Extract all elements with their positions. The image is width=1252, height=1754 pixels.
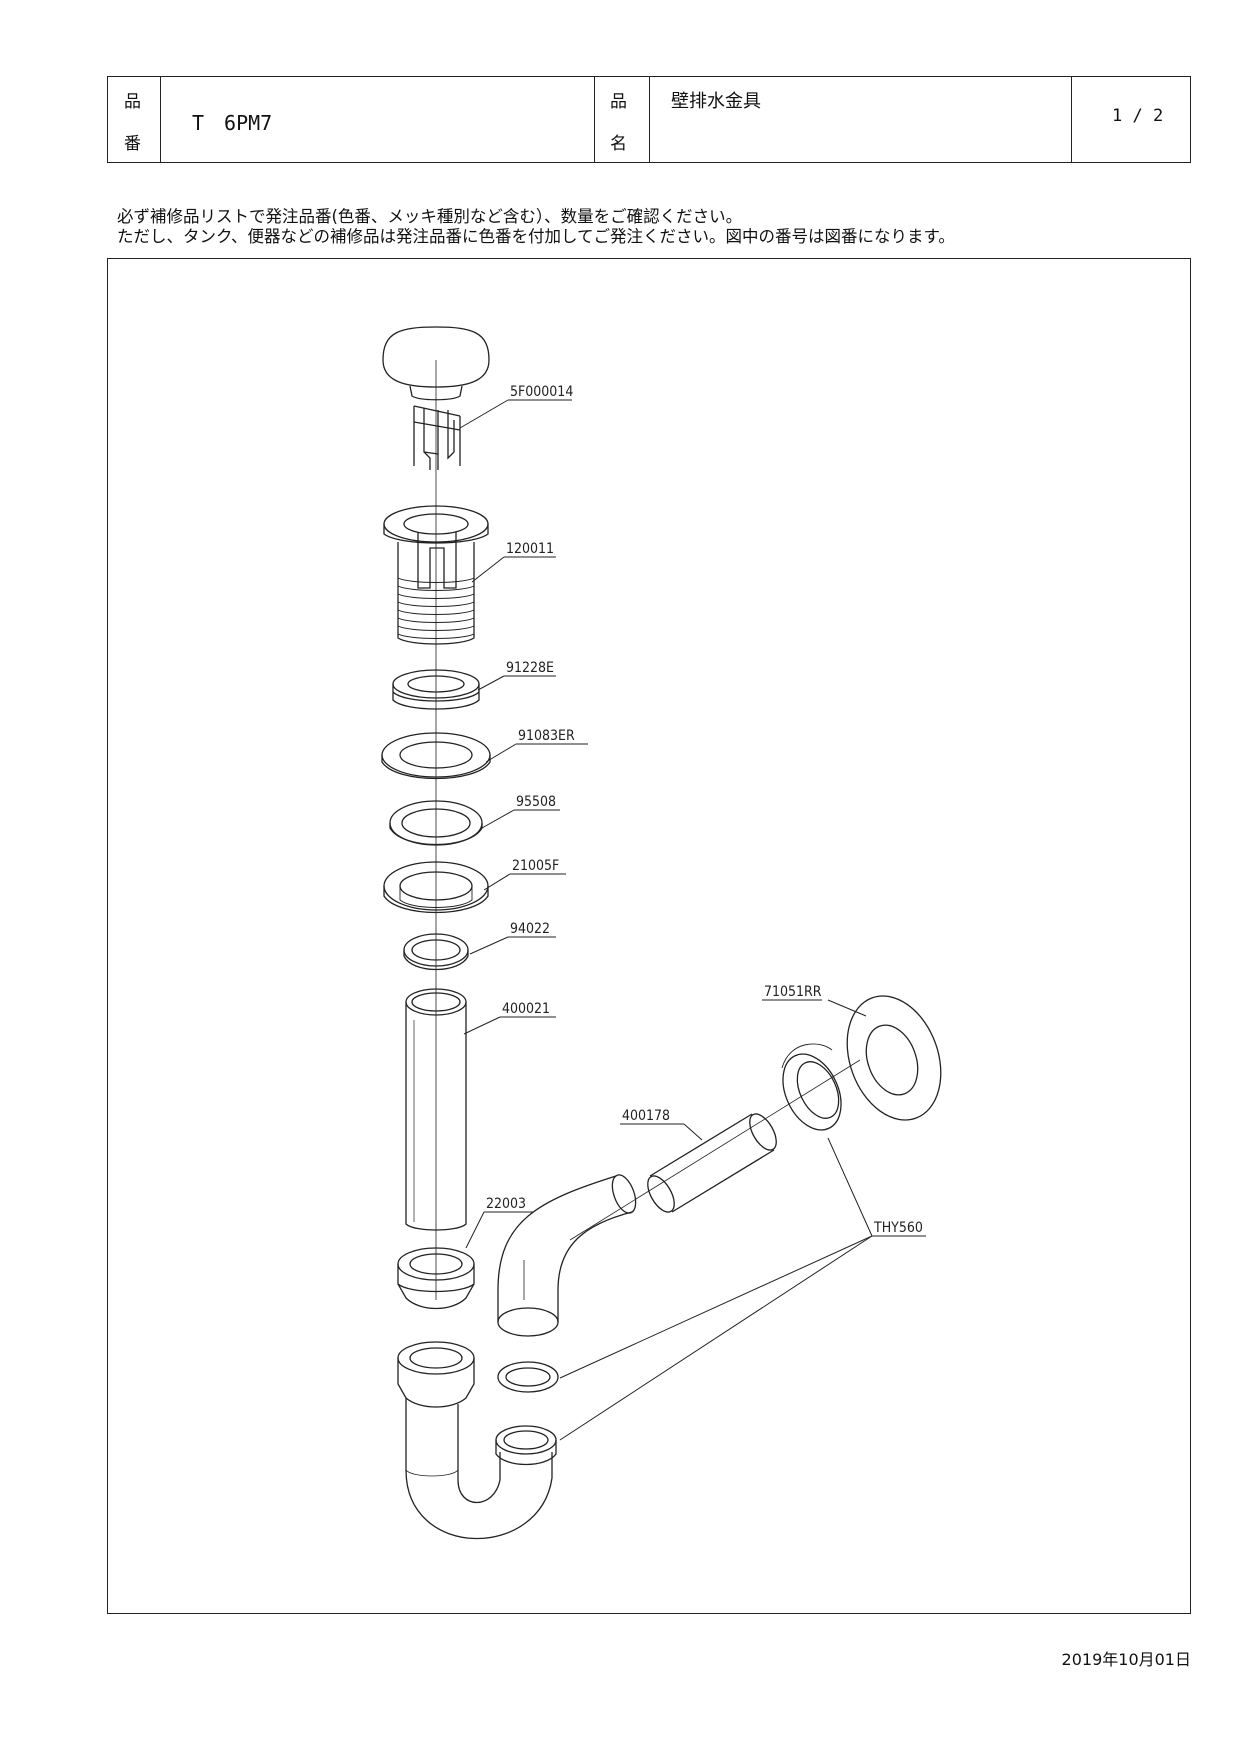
- part-label-5F000014: 5F000014: [510, 384, 573, 400]
- hinmei-label-top: 品: [610, 92, 627, 112]
- part-label-THY560: THY560: [873, 1220, 923, 1236]
- popup-cap-part: [382, 326, 490, 401]
- leader-lines: [459, 399, 926, 1441]
- part-label-400178: 400178: [622, 1108, 670, 1124]
- page-indicator: 1 / 2: [1112, 106, 1164, 126]
- part-label-91228E: 91228E: [506, 660, 554, 676]
- locknut-21005F-part: [383, 861, 489, 914]
- drawing-frame: [107, 258, 1191, 1614]
- part-label-120011: 120011: [506, 541, 554, 557]
- pipe-400178-part: [569, 1059, 861, 1241]
- part-label-91083ER: 91083ER: [518, 728, 575, 744]
- note-line-2: ただし、タンク、便器などの補修品は発注品番に色番を付加してご発注ください。図中の…: [117, 227, 955, 246]
- gasket-91228E-part: [392, 669, 480, 710]
- page-divider: [1071, 77, 1072, 162]
- product-name: 壁排水金具: [671, 91, 761, 112]
- part-label-94022: 94022: [510, 921, 550, 937]
- part-number: T 6PM7: [192, 111, 273, 135]
- hinmei-value-divider: [649, 77, 650, 162]
- ring-94022-part: [403, 933, 469, 971]
- nut-thy560-part: [781, 1043, 842, 1131]
- elbow-pipe-part: [497, 1174, 637, 1337]
- part-label-400021: 400021: [502, 1001, 550, 1017]
- title-block: 品 番 T 6PM7 品 名 壁排水金具 1 / 2: [107, 76, 1191, 163]
- hinban-divider: [160, 77, 161, 162]
- hinban-label-bottom: 番: [124, 134, 141, 154]
- part-label-21005F: 21005F: [512, 858, 559, 874]
- issue-date: 2019年10月01日: [1061, 1650, 1191, 1669]
- washer-91083ER-part: [381, 732, 491, 780]
- tailpiece-400021-part: [405, 988, 467, 1231]
- hinmei-label-bottom: 名: [610, 134, 627, 154]
- hinban-label-top: 品: [124, 92, 141, 112]
- linkage-clip-part: [413, 405, 461, 470]
- washer-95508-part: [389, 800, 483, 846]
- escutcheon-71051RR-part: [846, 995, 942, 1121]
- part-label-22003: 22003: [486, 1196, 526, 1212]
- instruction-notes: 必ず補修品リストで発注品番(色番、メッキ種別など含む）、数量をご確認ください。た…: [117, 207, 955, 247]
- note-line-1: 必ず補修品リストで発注品番(色番、メッキ種別など含む）、数量をご確認ください。: [117, 207, 743, 226]
- hinmei-divider: [594, 77, 595, 162]
- drain-body-part: [383, 505, 489, 645]
- slip-nut-22003-part: [397, 1247, 475, 1310]
- p-trap-part: [397, 1341, 557, 1540]
- ring-thy560-part: [497, 1361, 559, 1393]
- part-label-95508: 95508: [516, 794, 556, 810]
- part-label-71051RR: 71051RR: [764, 984, 822, 1000]
- part-labels: 5F000014 120011 91228E 91083ER 95508 210…: [486, 384, 923, 1236]
